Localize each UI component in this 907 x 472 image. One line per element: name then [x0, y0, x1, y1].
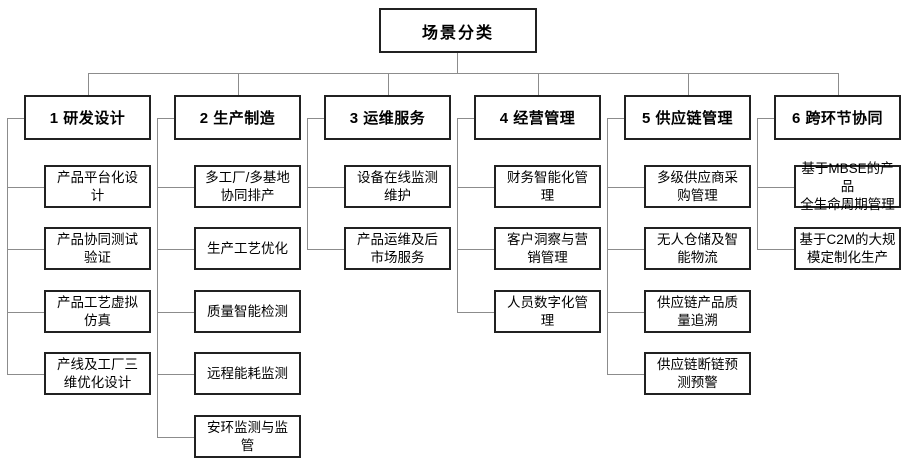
connector-leaf-stub: [7, 249, 44, 250]
connector-branch-drop: [688, 73, 689, 95]
connector-leaf-stub: [607, 374, 644, 375]
connector-trunk: [157, 118, 158, 437]
leaf-node-1-2: 产品协同测试 验证: [44, 227, 151, 270]
connector-root-stem: [457, 53, 458, 73]
connector-leaf-stub: [607, 187, 644, 188]
leaf-node-2-1: 多工厂/多基地 协同排产: [194, 165, 301, 208]
connector-trunk: [607, 118, 608, 374]
leaf-node-5-4: 供应链断链预 测预警: [644, 352, 751, 395]
leaf-node-1-4: 产线及工厂三 维优化设计: [44, 352, 151, 395]
connector-branch-drop: [538, 73, 539, 95]
leaf-node-2-3: 质量智能检测: [194, 290, 301, 333]
leaf-node-5-2: 无人仓储及智 能物流: [644, 227, 751, 270]
branch-node-3: 3 运维服务: [324, 95, 451, 140]
connector-leaf-stub: [157, 437, 194, 438]
leaf-node-5-3: 供应链产品质 量追溯: [644, 290, 751, 333]
connector-header-stub: [7, 118, 24, 119]
leaf-node-6-2: 基于C2M的大规 模定制化生产: [794, 227, 901, 270]
connector-leaf-stub: [457, 187, 494, 188]
connector-branch-drop: [388, 73, 389, 95]
branch-node-2: 2 生产制造: [174, 95, 301, 140]
connector-leaf-stub: [157, 187, 194, 188]
connector-leaf-stub: [457, 312, 494, 313]
connector-leaf-stub: [7, 312, 44, 313]
connector-header-stub: [457, 118, 474, 119]
leaf-node-1-1: 产品平台化设 计: [44, 165, 151, 208]
connector-leaf-stub: [157, 249, 194, 250]
root-node: 场景分类: [379, 8, 537, 53]
connector-leaf-stub: [7, 187, 44, 188]
connector-header-stub: [607, 118, 624, 119]
connector-leaf-stub: [757, 187, 794, 188]
connector-leaf-stub: [457, 249, 494, 250]
leaf-node-1-3: 产品工艺虚拟 仿真: [44, 290, 151, 333]
connector-leaf-stub: [307, 249, 344, 250]
leaf-node-6-1: 基于MBSE的产品 全生命周期管理: [794, 161, 901, 212]
branch-node-5: 5 供应链管理: [624, 95, 751, 140]
connector-header-stub: [307, 118, 324, 119]
leaf-node-2-2: 生产工艺优化: [194, 227, 301, 270]
connector-leaf-stub: [307, 187, 344, 188]
leaf-node-2-5: 安环监测与监 管: [194, 415, 301, 458]
connector-trunk: [7, 118, 8, 374]
leaf-node-4-3: 人员数字化管 理: [494, 290, 601, 333]
leaf-node-4-2: 客户洞察与营 销管理: [494, 227, 601, 270]
connector-header-stub: [757, 118, 774, 119]
leaf-node-5-1: 多级供应商采 购管理: [644, 165, 751, 208]
connector-leaf-stub: [757, 249, 794, 250]
branch-node-6: 6 跨环节协同: [774, 95, 901, 140]
connector-header-stub: [157, 118, 174, 119]
branch-node-1: 1 研发设计: [24, 95, 151, 140]
connector-trunk: [307, 118, 308, 249]
connector-leaf-stub: [7, 374, 44, 375]
connector-branch-drop: [88, 73, 89, 95]
connector-leaf-stub: [607, 312, 644, 313]
leaf-node-2-4: 远程能耗监测: [194, 352, 301, 395]
connector-leaf-stub: [157, 374, 194, 375]
connector-leaf-stub: [157, 312, 194, 313]
leaf-node-3-2: 产品运维及后 市场服务: [344, 227, 451, 270]
branch-node-4: 4 经营管理: [474, 95, 601, 140]
connector-leaf-stub: [607, 249, 644, 250]
connector-trunk: [757, 118, 758, 249]
leaf-node-3-1: 设备在线监测 维护: [344, 165, 451, 208]
connector-trunk: [457, 118, 458, 312]
connector-top-bus: [88, 73, 838, 74]
connector-branch-drop: [238, 73, 239, 95]
connector-branch-drop: [838, 73, 839, 95]
leaf-node-4-1: 财务智能化管 理: [494, 165, 601, 208]
